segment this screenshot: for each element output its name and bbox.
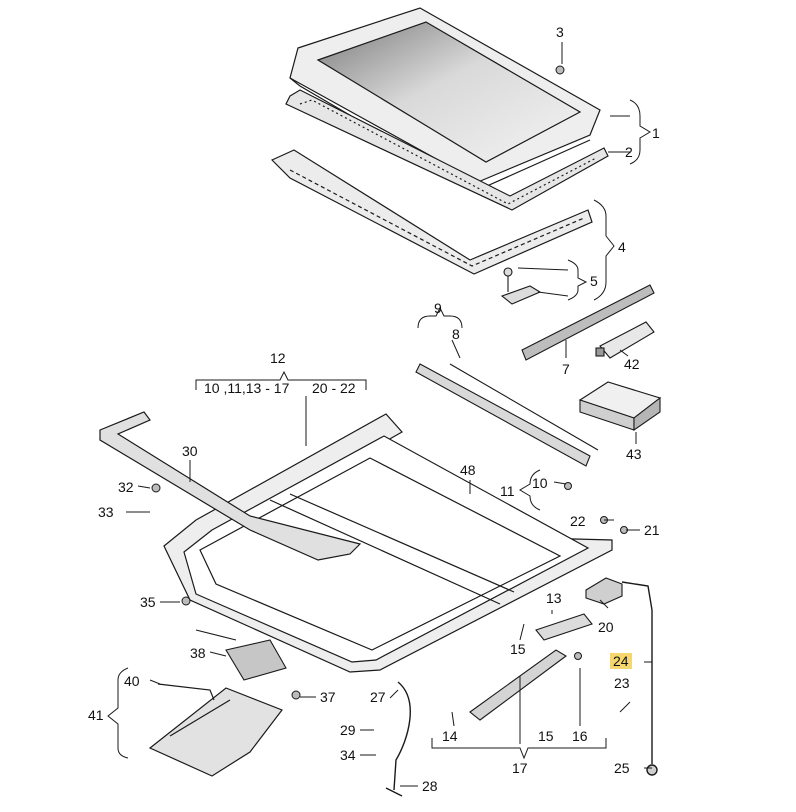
long-rail xyxy=(415,363,599,467)
callout-33[interactable]: 33 xyxy=(98,504,114,520)
cover-41 xyxy=(148,687,283,777)
leader-lines xyxy=(107,42,652,787)
callout-43[interactable]: 43 xyxy=(626,446,642,462)
callout-37[interactable]: 37 xyxy=(320,689,336,705)
bracket-13 xyxy=(535,613,593,641)
callout-25[interactable]: 25 xyxy=(614,760,630,776)
group-label-12-left: 10 ,11,13 - 17 xyxy=(204,380,290,396)
callout-3[interactable]: 3 xyxy=(556,24,564,40)
callout-23[interactable]: 23 xyxy=(614,675,630,691)
grease-box xyxy=(578,381,662,432)
callout-28[interactable]: 28 xyxy=(422,778,438,794)
frame-assembly xyxy=(270,149,593,275)
callout-13[interactable]: 13 xyxy=(546,590,562,606)
callout-15b[interactable]: 15 xyxy=(538,728,554,744)
cable-24 xyxy=(621,581,658,776)
callout-29[interactable]: 29 xyxy=(340,722,356,738)
drain-pipe xyxy=(385,681,411,797)
callout-12[interactable]: 12 xyxy=(270,350,286,366)
callout-2[interactable]: 2 xyxy=(625,144,633,160)
callout-5[interactable]: 5 xyxy=(590,273,598,289)
callout-8[interactable]: 8 xyxy=(452,326,460,342)
main-frame xyxy=(163,413,613,673)
callout-7[interactable]: 7 xyxy=(562,361,570,377)
callout-20[interactable]: 20 xyxy=(598,619,614,635)
callout-11[interactable]: 11 xyxy=(500,483,515,499)
callout-14[interactable]: 14 xyxy=(442,728,458,744)
clip-part xyxy=(500,267,542,305)
callout-21[interactable]: 21 xyxy=(644,522,660,538)
group-label-12-right: 20 - 22 xyxy=(312,380,356,396)
callout-24-highlighted[interactable]: 24 xyxy=(610,653,632,669)
callout-34[interactable]: 34 xyxy=(340,747,356,763)
callout-38[interactable]: 38 xyxy=(190,645,206,661)
bracket-20 xyxy=(585,577,623,605)
callout-40[interactable]: 40 xyxy=(124,673,140,689)
callout-1[interactable]: 1 xyxy=(652,125,660,141)
callout-41[interactable]: 41 xyxy=(88,707,104,723)
callout-48[interactable]: 48 xyxy=(460,462,476,478)
callout-22[interactable]: 22 xyxy=(570,513,586,529)
callout-30[interactable]: 30 xyxy=(182,443,198,459)
side-trim xyxy=(99,411,362,561)
guide-rail xyxy=(521,284,655,361)
callout-15a[interactable]: 15 xyxy=(510,641,526,657)
callout-32[interactable]: 32 xyxy=(118,479,134,495)
callout-42[interactable]: 42 xyxy=(624,356,640,372)
callout-4[interactable]: 4 xyxy=(618,239,626,255)
guide-17 xyxy=(469,649,567,721)
screws xyxy=(151,65,628,700)
callout-16[interactable]: 16 xyxy=(572,728,588,744)
callout-35[interactable]: 35 xyxy=(140,594,156,610)
motor-38 xyxy=(195,629,287,681)
callout-10[interactable]: 10 xyxy=(532,475,548,491)
callout-9[interactable]: 9 xyxy=(434,300,442,316)
callout-17[interactable]: 17 xyxy=(512,760,528,776)
crank-rod xyxy=(157,683,215,701)
seal-frame xyxy=(285,89,609,211)
callout-27[interactable]: 27 xyxy=(370,689,386,705)
grease-tube xyxy=(595,321,655,359)
